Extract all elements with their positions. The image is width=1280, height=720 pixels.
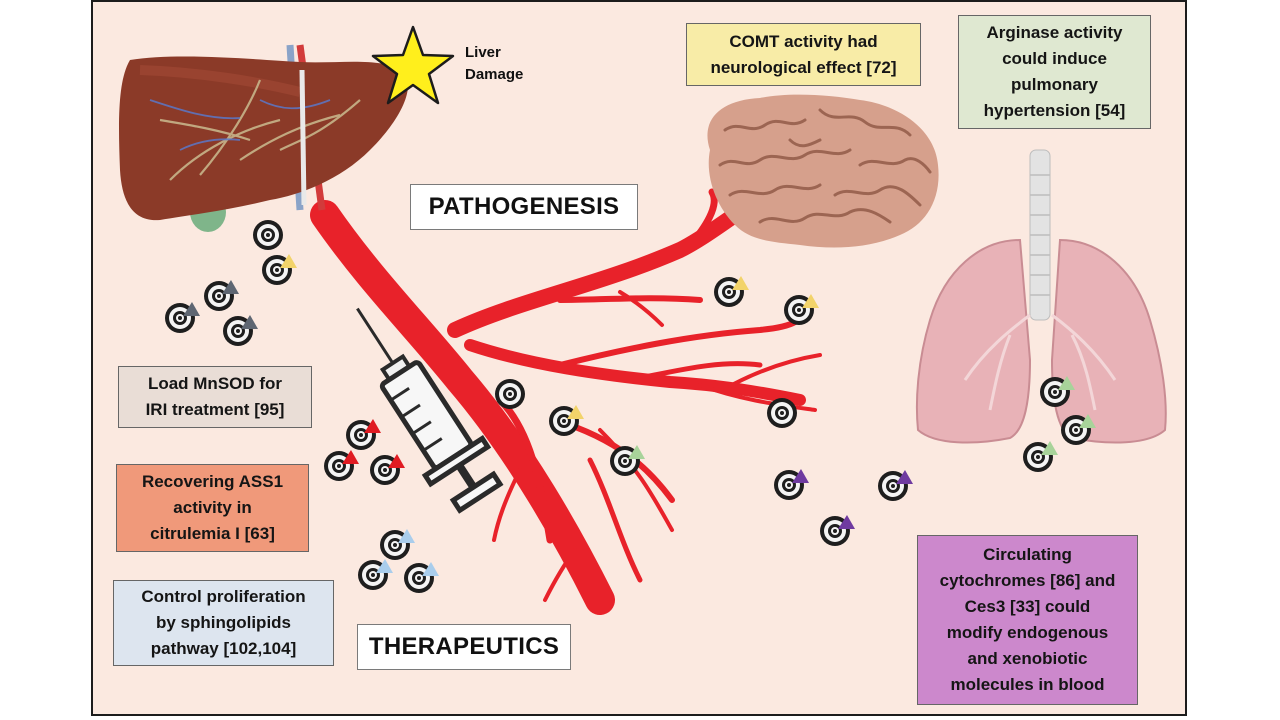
marker-triangle — [1058, 376, 1075, 390]
vesicle-icon — [1040, 376, 1075, 407]
vesicle-icon — [165, 302, 200, 333]
vesicle-icon — [820, 515, 855, 546]
arginase-line-4: hypertension [54] — [983, 101, 1126, 120]
vesicle-icon — [223, 315, 258, 346]
comt-line-2: neurological effect [72] — [710, 57, 897, 77]
marker-triangle — [241, 315, 258, 329]
ass1-line-3: citrulemia I [63] — [150, 524, 275, 543]
syringe-icon — [356, 307, 504, 514]
sphingo-line-2: by sphingolipids — [155, 613, 292, 632]
vesicle-icon — [774, 469, 809, 500]
arginase-line-1: Arginase activity — [986, 23, 1123, 42]
marker-triangle — [567, 405, 584, 419]
mnsod-box: Load MnSOD for IRI treatment [95] — [118, 366, 312, 428]
vesicle-icon — [610, 445, 645, 476]
marker-triangle — [732, 276, 749, 290]
marker-triangle — [1079, 414, 1096, 428]
liver-damage-line-2: Damage — [465, 66, 524, 83]
mnsod-line-1: Load MnSOD for — [147, 374, 283, 393]
arginase-line-2: could induce — [1002, 49, 1107, 68]
cyto-line-3: Ces3 [33] could — [964, 597, 1091, 616]
marker-triangle — [422, 562, 439, 576]
marker-triangle — [792, 469, 809, 483]
vesicle-icon — [714, 276, 749, 307]
marker-triangle — [376, 559, 393, 573]
cyto-line-5: and xenobiotic — [967, 649, 1088, 668]
cyto-line-2: cytochromes [86] and — [939, 571, 1116, 590]
arginase-line-3: pulmonary — [1011, 75, 1098, 94]
marker-triangle — [398, 529, 415, 543]
vesicle-icon — [404, 562, 439, 593]
marker-triangle — [628, 445, 645, 459]
cyto-line-6: molecules in blood — [950, 675, 1105, 694]
liver-icon — [119, 44, 409, 232]
arginase-box: Arginase activity could induce pulmonary… — [958, 15, 1151, 129]
liver-damage-line-1: Liver — [465, 44, 501, 61]
marker-triangle — [802, 294, 819, 308]
marker-triangle — [342, 450, 359, 464]
liver-damage-label: Liver Damage — [465, 42, 523, 86]
vesicle-icon — [784, 294, 819, 325]
vesicle-icon — [346, 419, 381, 450]
ass1-line-1: Recovering ASS1 — [141, 472, 284, 491]
vesicle-icon — [380, 529, 415, 560]
cyto-line-1: Circulating — [983, 545, 1072, 564]
marker-triangle — [222, 280, 239, 294]
comt-line-1: COMT activity had — [729, 31, 878, 51]
sphingolipids-box: Control proliferation by sphingolipids p… — [113, 580, 334, 666]
marker-triangle — [388, 454, 405, 468]
marker-triangle — [1041, 441, 1058, 455]
vesicle-group — [165, 220, 1096, 593]
vesicle-icon — [262, 254, 297, 285]
cyto-line-4: modify endogenous — [946, 623, 1109, 642]
ass1-box: Recovering ASS1 activity in citrulemia I… — [116, 464, 309, 552]
sphingo-line-3: pathway [102,104] — [150, 639, 297, 658]
vesicle-icon — [549, 405, 584, 436]
vesicle-icon — [324, 450, 359, 481]
cytochromes-box: Circulating cytochromes [86] and Ces3 [3… — [917, 535, 1138, 705]
marker-triangle — [364, 419, 381, 433]
brain-icon — [707, 94, 939, 248]
marker-triangle — [183, 302, 200, 316]
vesicle-icon — [253, 220, 283, 250]
therapeutics-label: THERAPEUTICS — [357, 624, 571, 670]
vesicle-icon — [204, 280, 239, 311]
marker-triangle — [280, 254, 297, 268]
vesicle-icon — [358, 559, 393, 590]
sphingo-line-1: Control proliferation — [141, 587, 306, 606]
vesicle-icon — [1023, 441, 1058, 472]
marker-triangle — [896, 470, 913, 484]
vesicle-icon — [370, 454, 405, 485]
vesicle-icon — [878, 470, 913, 501]
vesicle-icon — [767, 398, 797, 428]
lungs-icon — [915, 149, 1167, 444]
vesicle-icon — [495, 379, 525, 409]
vesicle-icon — [1061, 414, 1096, 445]
star-icon — [371, 25, 455, 105]
mnsod-line-2: IRI treatment [95] — [145, 400, 285, 419]
pathogenesis-label: PATHOGENESIS — [410, 184, 638, 230]
ass1-line-2: activity in — [173, 498, 252, 517]
comt-box: COMT activity had neurological effect [7… — [686, 23, 921, 86]
marker-triangle — [838, 515, 855, 529]
